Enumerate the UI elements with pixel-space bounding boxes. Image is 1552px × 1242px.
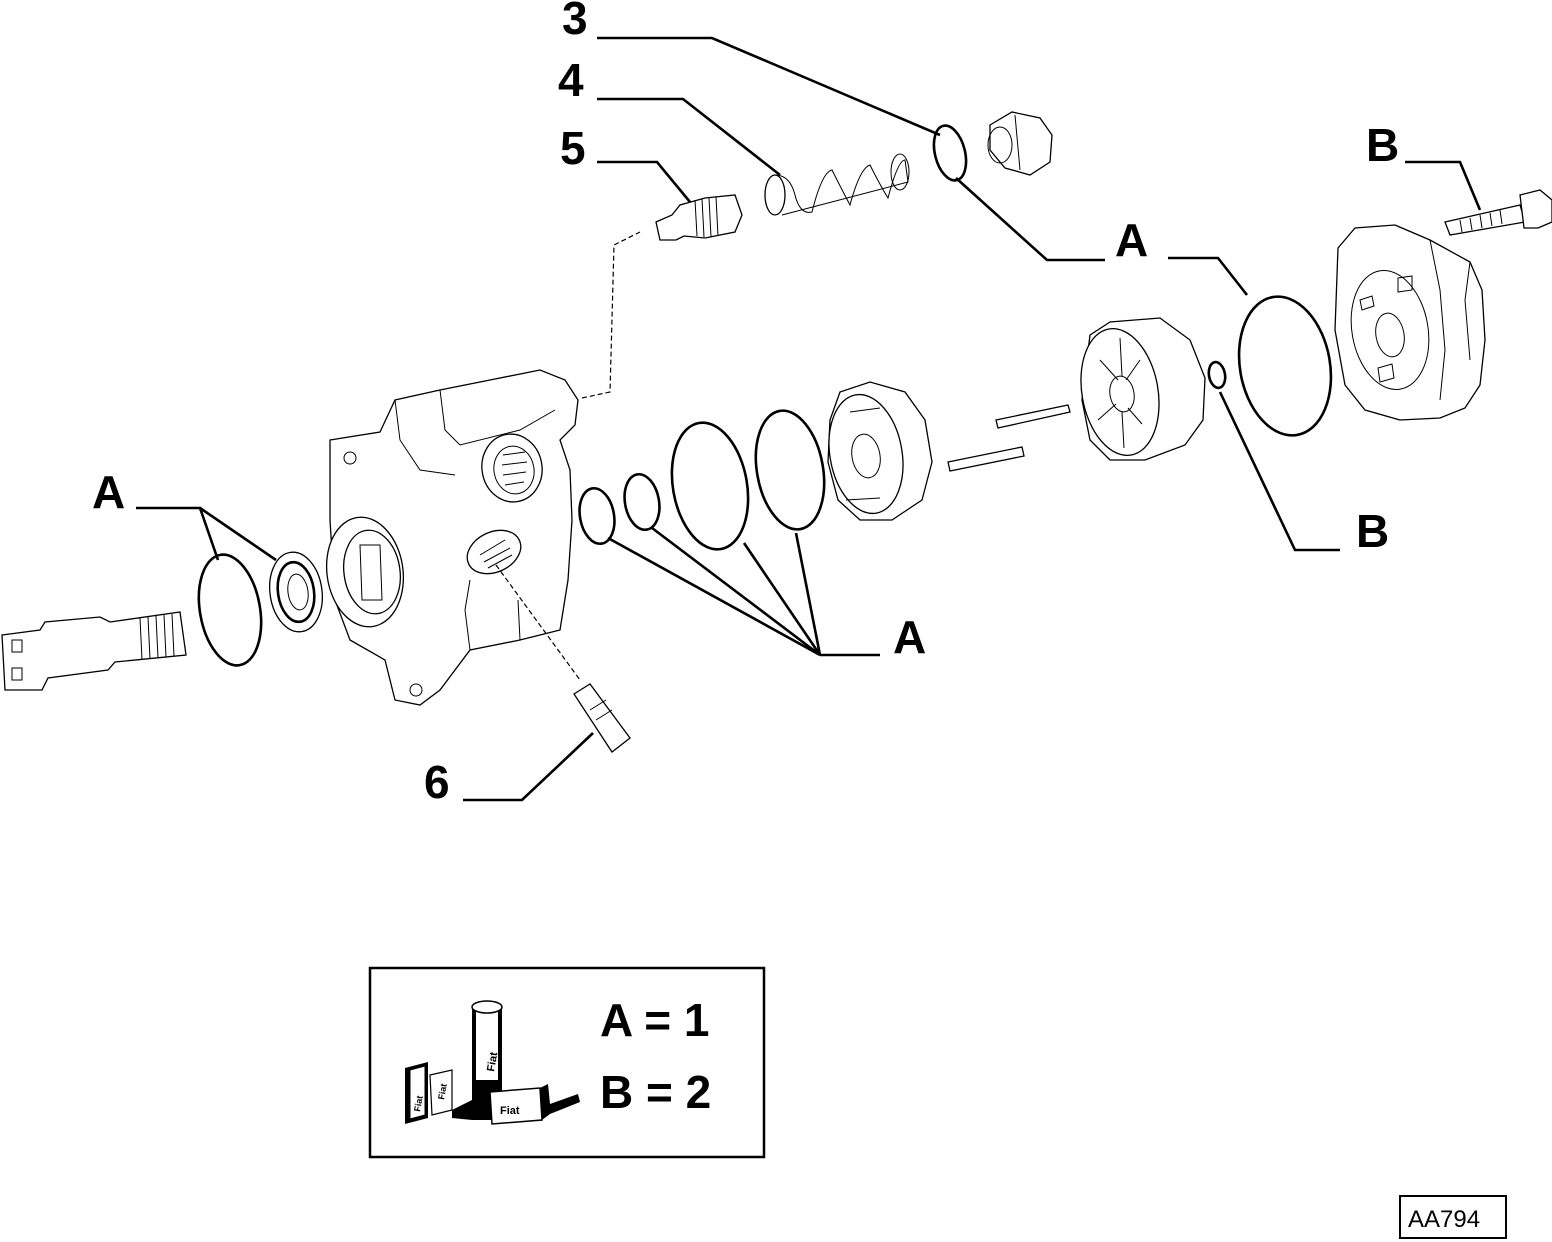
callout-a-left: A bbox=[92, 466, 125, 518]
rotor bbox=[1080, 317, 1206, 461]
o-rings-group bbox=[578, 409, 826, 551]
legend-line-b: B = 2 bbox=[600, 1066, 711, 1118]
cam-ring bbox=[827, 381, 933, 521]
icon-label-1: Fiat bbox=[412, 1095, 425, 1113]
callout-5: 5 bbox=[560, 122, 586, 174]
legend-line-a: A = 1 bbox=[600, 994, 710, 1046]
o-ring-large bbox=[1237, 295, 1333, 437]
callout-a-top: A bbox=[1115, 214, 1148, 266]
dowel-pins bbox=[947, 404, 1071, 472]
reference-code: AA794 bbox=[1408, 1206, 1480, 1233]
o-ring-shaft bbox=[197, 553, 263, 667]
leader-lines bbox=[136, 36, 1482, 802]
icon-label-2: Fiat bbox=[436, 1083, 449, 1101]
valve-plunger bbox=[655, 194, 743, 241]
callout-3: 3 bbox=[562, 0, 588, 44]
pump-body bbox=[325, 369, 579, 706]
callout-4: 4 bbox=[558, 54, 584, 106]
end-cover bbox=[1334, 224, 1486, 421]
callout-6: 6 bbox=[424, 756, 450, 808]
callout-b-right: B bbox=[1356, 505, 1389, 557]
lubricant-icon: Fiat Fiat Fiat Fiat bbox=[405, 1000, 580, 1125]
drive-shaft bbox=[1, 611, 187, 691]
o-ring-plug bbox=[932, 124, 968, 182]
o-ring-small bbox=[1207, 360, 1227, 390]
reference-code-box: AA794 bbox=[1399, 1195, 1507, 1239]
cover-bolt bbox=[1444, 189, 1552, 236]
port-fitting bbox=[573, 683, 631, 753]
valve-spring bbox=[764, 153, 910, 216]
icon-label-4: Fiat bbox=[500, 1105, 520, 1117]
callout-b-top: B bbox=[1366, 119, 1399, 171]
legend-box: Fiat Fiat Fiat Fiat A = 1 B = 2 bbox=[368, 966, 766, 1159]
icon-label-3: Fiat bbox=[485, 1051, 500, 1073]
callout-a-bottom: A bbox=[893, 611, 926, 663]
shaft-seal bbox=[269, 551, 323, 633]
valve-plug bbox=[987, 111, 1053, 176]
